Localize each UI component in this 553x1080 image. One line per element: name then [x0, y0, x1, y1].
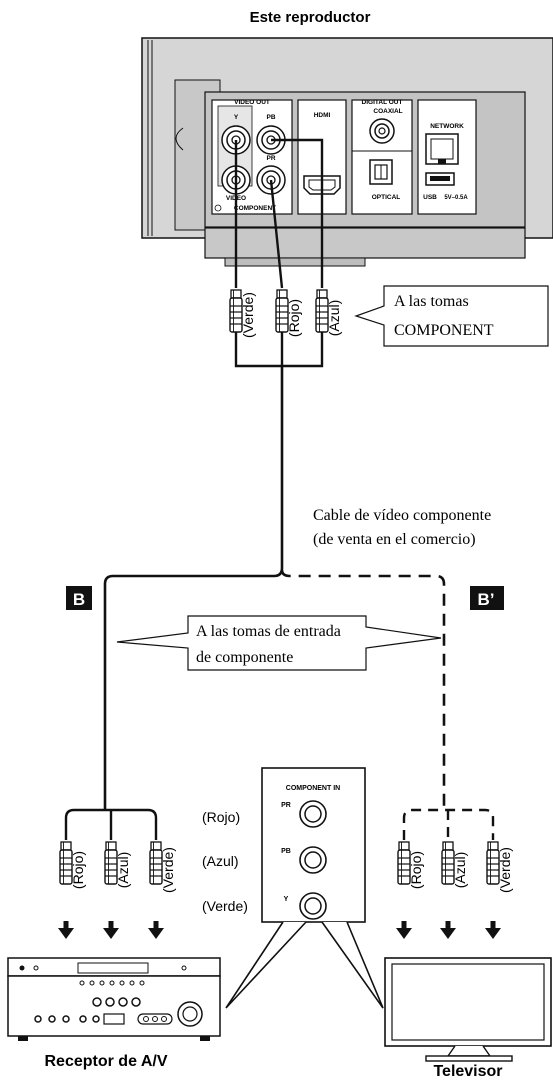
main-cable-dashed [280, 569, 446, 810]
component-in-color-verde: (Verde) [202, 898, 248, 914]
player-title: Este reproductor [250, 9, 371, 26]
component-in-pr: PR [281, 802, 291, 809]
pb-port-label: PB [266, 114, 275, 121]
usb-label: USB [423, 194, 437, 201]
component-in-y: Y [284, 896, 289, 903]
component-in-color-azul: (Azul) [202, 853, 239, 869]
svg-text:B: B [73, 590, 85, 609]
cable-caption-line2: (de venta en el comercio) [313, 531, 476, 548]
component-cable-top [234, 138, 324, 289]
receiver-cable-split [64, 808, 158, 840]
cable-merge [234, 332, 324, 368]
tv-arrows [396, 921, 501, 939]
svg-text:A las tomas de entrada: A las tomas de entrada [196, 623, 341, 640]
receiver-arrows [58, 921, 164, 939]
digital-out-label: DIGITAL OUT [362, 99, 403, 106]
tv-plug-label-rojo: (Rojo) [408, 851, 424, 889]
ground-icon [214, 204, 222, 212]
svg-text:de componente: de componente [196, 649, 293, 666]
component-in-y-jack [299, 892, 327, 920]
callout-component: A las tomas COMPONENT [354, 285, 549, 347]
component-in-panel: COMPONENT IN PR PB Y [261, 767, 366, 923]
main-cable [103, 366, 284, 810]
player-rear-panel: VIDEO OUT Y PB PR VIDEO COMPONENT HDMI D… [141, 37, 553, 267]
panel-pointer [225, 921, 384, 1009]
tv-plug-label-verde: (Verde) [497, 847, 513, 893]
network-port [425, 133, 459, 165]
network-label: NETWORK [430, 123, 464, 130]
pr-port-label: PR [266, 155, 275, 162]
television-illustration [384, 957, 552, 1062]
usb-port [425, 172, 455, 186]
callout-component-input: A las tomas de entrada de componente [116, 615, 442, 671]
component-port-label: COMPONENT [234, 205, 276, 212]
optical-label: OPTICAL [372, 194, 401, 201]
svg-text:A las tomas: A las tomas [394, 293, 469, 310]
tv-label: Televisor [433, 1063, 502, 1080]
svg-text:B’: B’ [478, 590, 495, 609]
usb-rating: 5V–0.5A [444, 195, 468, 201]
tv-cable-split [402, 808, 495, 840]
top-plug-label-rojo: (Rojo) [286, 299, 302, 337]
receiver-plug-label-rojo: (Rojo) [70, 851, 86, 889]
badge-b: B [66, 586, 92, 610]
video-out-label: VIDEO OUT [234, 99, 270, 106]
top-plug-label-verde: (Verde) [240, 292, 256, 338]
badge-b-prime: B’ [470, 586, 504, 610]
component-in-pb-jack [299, 846, 327, 874]
receiver-plug-label-azul: (Azul) [115, 852, 131, 889]
optical-port [369, 159, 393, 185]
svg-text:COMPONENT: COMPONENT [394, 322, 494, 339]
av-receiver-illustration [7, 957, 221, 1041]
coaxial-jack [369, 118, 395, 144]
tv-plug-label-azul: (Azul) [452, 852, 468, 889]
component-in-pr-jack [299, 800, 327, 828]
component-in-pb: PB [281, 848, 291, 855]
coaxial-label: COAXIAL [373, 108, 402, 115]
cable-caption-line1: Cable de vídeo componente [313, 507, 491, 524]
hdmi-label: HDMI [314, 112, 331, 119]
y-port-label: Y [234, 114, 239, 121]
top-plug-label-azul: (Azul) [326, 300, 342, 337]
receiver-label: Receptor de A/V [45, 1053, 168, 1070]
receiver-plug-label-verde: (Verde) [160, 847, 176, 893]
component-in-title: COMPONENT IN [286, 785, 340, 792]
component-in-color-rojo: (Rojo) [202, 809, 240, 825]
